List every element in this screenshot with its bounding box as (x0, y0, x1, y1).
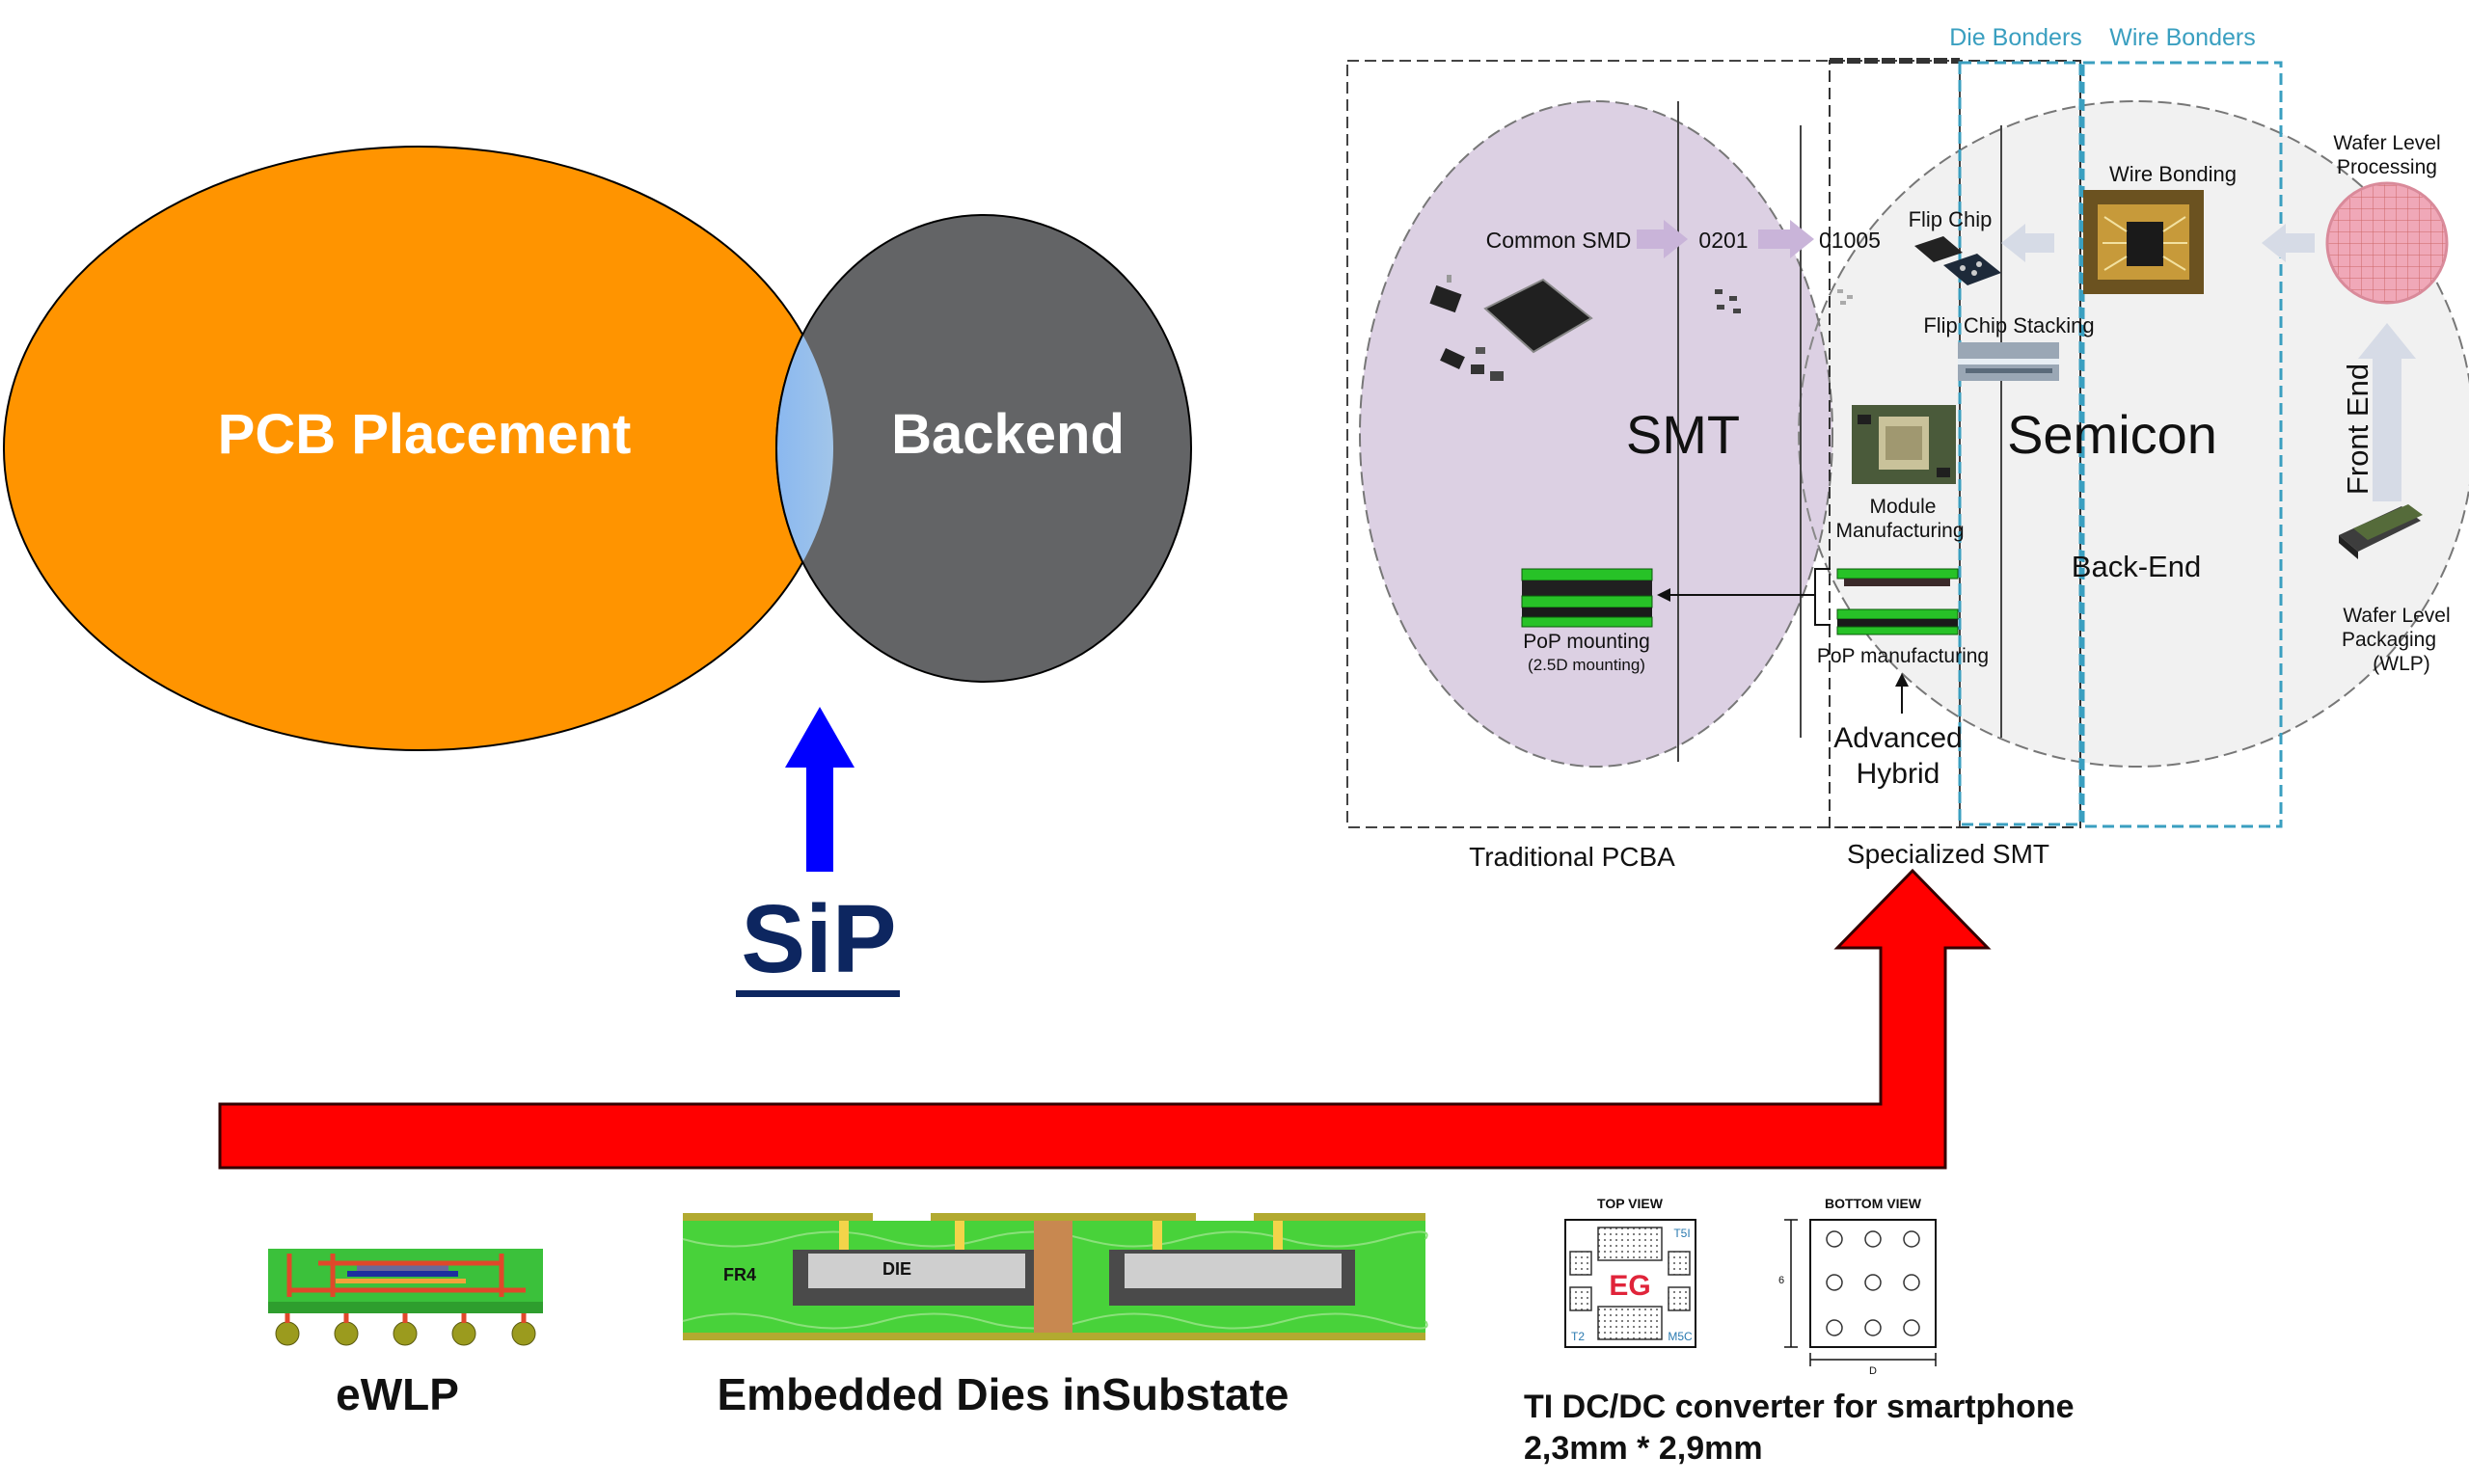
size-01005-label: 01005 (1819, 228, 1881, 253)
corner-label-m5c: M5C (1668, 1330, 1693, 1343)
wafer-level-processing-label-line1: Wafer Level (2333, 132, 2440, 154)
front-end-arrow (2358, 323, 2416, 501)
embedded-dies-illustration (682, 1213, 1428, 1340)
dimension-6-label: 6 (1778, 1275, 1784, 1286)
module-manufacturing-label-line2: Manufacturing (1835, 520, 1964, 542)
wafer-level-packaging-label-line1: Wafer Level (2343, 605, 2450, 627)
flow-arrow-right (1637, 220, 1688, 258)
01005-components-icon (1837, 289, 1853, 305)
pop-bracket (1814, 568, 1831, 626)
fr4-label: FR4 (723, 1265, 756, 1284)
flip-chip-stacking-icon (1958, 342, 2059, 381)
size-0201-label: 0201 (1698, 228, 1748, 253)
big-red-arrow (218, 868, 1992, 1170)
dimension-d-label: D (1869, 1365, 1877, 1377)
smd-components-icon (1429, 275, 1593, 381)
semicon-title: Semicon (2007, 404, 2217, 465)
common-smd-label: Common SMD (1486, 228, 1632, 253)
front-end-label: Front End (2341, 364, 2374, 495)
ewlp-caption: eWLP (336, 1369, 459, 1419)
traditional-pcba-box (1346, 60, 1961, 828)
0201-components-icon (1715, 289, 1741, 313)
ti-bottom-view-illustration (1784, 1219, 1937, 1366)
specialized-smt-label: Specialized SMT (1847, 839, 2049, 869)
eg-label: EG (1609, 1270, 1650, 1302)
wire-bonding-label: Wire Bonding (2109, 162, 2237, 186)
sip-arrow (785, 707, 855, 872)
top-view-label: TOP VIEW (1597, 1196, 1664, 1211)
sip-underline (736, 990, 900, 997)
back-end-label: Back-End (2072, 550, 2201, 583)
flip-chip-icon (1914, 236, 2001, 285)
process-flow-diagram: Die Bonders Wire Bonders SMT Semicon Bac… (1346, 24, 2469, 872)
module-icon (1852, 405, 1956, 484)
wafer-icon (2325, 181, 2449, 305)
smt-circle (1359, 100, 1833, 768)
pop-manufacturing-icon (1836, 568, 1959, 635)
ewlp-illustration (268, 1249, 543, 1346)
die-bonders-box (1958, 61, 2082, 826)
wlp-package-icon (2339, 504, 2423, 559)
pcb-placement-label: PCB Placement (218, 403, 632, 466)
sip-overlap-lens (775, 214, 833, 683)
backend-label: Backend (891, 403, 1125, 466)
bottom-view-label: BOTTOM VIEW (1825, 1196, 1922, 1211)
die-label: DIE (882, 1259, 911, 1279)
module-manufacturing-label-line1: Module (1870, 496, 1937, 518)
pop-manufacturing-label: PoP manufacturing (1817, 645, 1989, 667)
wafer-level-packaging-label-line2: Packaging (2342, 629, 2436, 651)
ti-top-view-illustration (1564, 1219, 1696, 1348)
venn-diagram: PCB Placement Backend (3, 146, 1192, 751)
wafer-level-packaging-label-line3: (WLP) (2373, 653, 2430, 675)
advanced-hybrid-arrowhead (1895, 673, 1909, 687)
embedded-dies-caption: Embedded Dies inSubstate (717, 1369, 1289, 1419)
smt-title: SMT (1626, 404, 1740, 465)
wire-bonders-box (2081, 61, 2283, 828)
advanced-hybrid-label-line2: Hybrid (1857, 758, 1940, 790)
wire-bonders-header: Wire Bonders (2109, 24, 2255, 51)
ti-caption-line1: TI DC/DC converter for smartphone (1524, 1389, 2075, 1425)
corner-label-t2: T2 (1571, 1330, 1585, 1343)
pop-mounting-sublabel: (2.5D mounting) (1528, 656, 1645, 674)
ti-caption-line2: 2,3mm * 2,9mm (1524, 1430, 1763, 1467)
wire-bonding-icon (2083, 190, 2204, 294)
flow-arrow-right (1758, 220, 1814, 258)
wafer-level-processing-label-line2: Processing (2337, 156, 2437, 178)
traditional-pcba-label: Traditional PCBA (1469, 842, 1675, 872)
pop-mounting-label: PoP mounting (1523, 631, 1650, 653)
flow-arrow-left (2001, 224, 2054, 262)
pop-mounting-icon (1521, 568, 1653, 628)
flip-chip-stacking-label: Flip Chip Stacking (1923, 313, 2094, 337)
flip-chip-label: Flip Chip (1909, 207, 1993, 231)
pop-connector-arrowhead (1657, 588, 1670, 602)
die-bonders-header: Die Bonders (1949, 24, 2082, 51)
flow-arrow-left (2262, 224, 2315, 262)
semicon-circle-overlap-outline (1798, 101, 1832, 767)
advanced-hybrid-label-line1: Advanced (1833, 722, 1962, 754)
sip-label: SiP (741, 885, 896, 993)
corner-label-t5i: T5I (1673, 1227, 1690, 1240)
